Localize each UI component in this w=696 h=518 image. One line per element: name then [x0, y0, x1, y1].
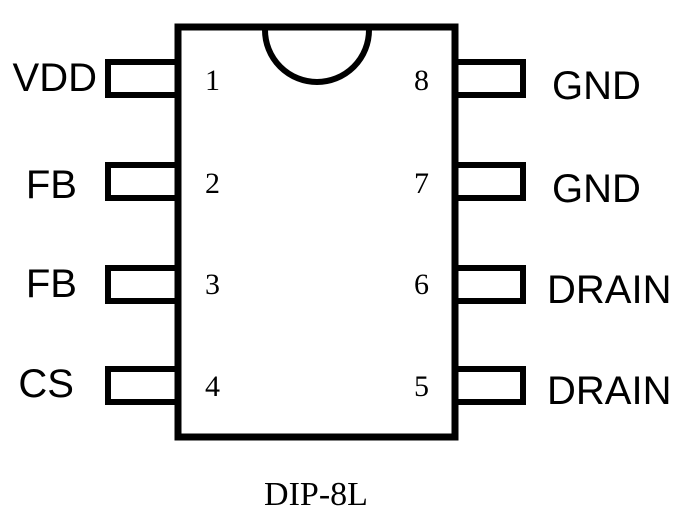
pin-5-number: 5	[414, 370, 429, 403]
pin-5-lead	[452, 366, 526, 405]
pin-4-lead	[105, 366, 181, 405]
pin-5-name: DRAIN	[547, 369, 671, 413]
chip-body	[174, 23, 459, 441]
pin-1-number: 1	[205, 64, 220, 97]
pin-8-number: 8	[414, 64, 429, 97]
pin-3-number: 3	[205, 268, 220, 301]
orientation-notch	[262, 29, 372, 85]
pin-8-lead	[452, 59, 526, 98]
pin-2-lead	[105, 162, 181, 201]
pin-3-lead	[105, 265, 181, 304]
pin-7-number: 7	[414, 167, 429, 200]
pin-6-lead	[452, 265, 526, 304]
pin-1-lead	[105, 59, 181, 98]
pin-4-number: 4	[205, 370, 220, 403]
pin-7-name: GND	[552, 167, 641, 211]
pin-2-number: 2	[205, 167, 220, 200]
pin-8-name: GND	[552, 64, 641, 108]
package-label: DIP-8L	[264, 476, 368, 513]
pin-4-name: CS	[18, 362, 74, 406]
pin-3-name: FB	[26, 262, 77, 306]
pin-6-name: DRAIN	[547, 268, 671, 312]
pin-7-lead	[452, 162, 526, 201]
pin-2-name: FB	[26, 163, 77, 207]
pin-6-number: 6	[414, 268, 429, 301]
pin-1-name: VDD	[13, 56, 97, 100]
